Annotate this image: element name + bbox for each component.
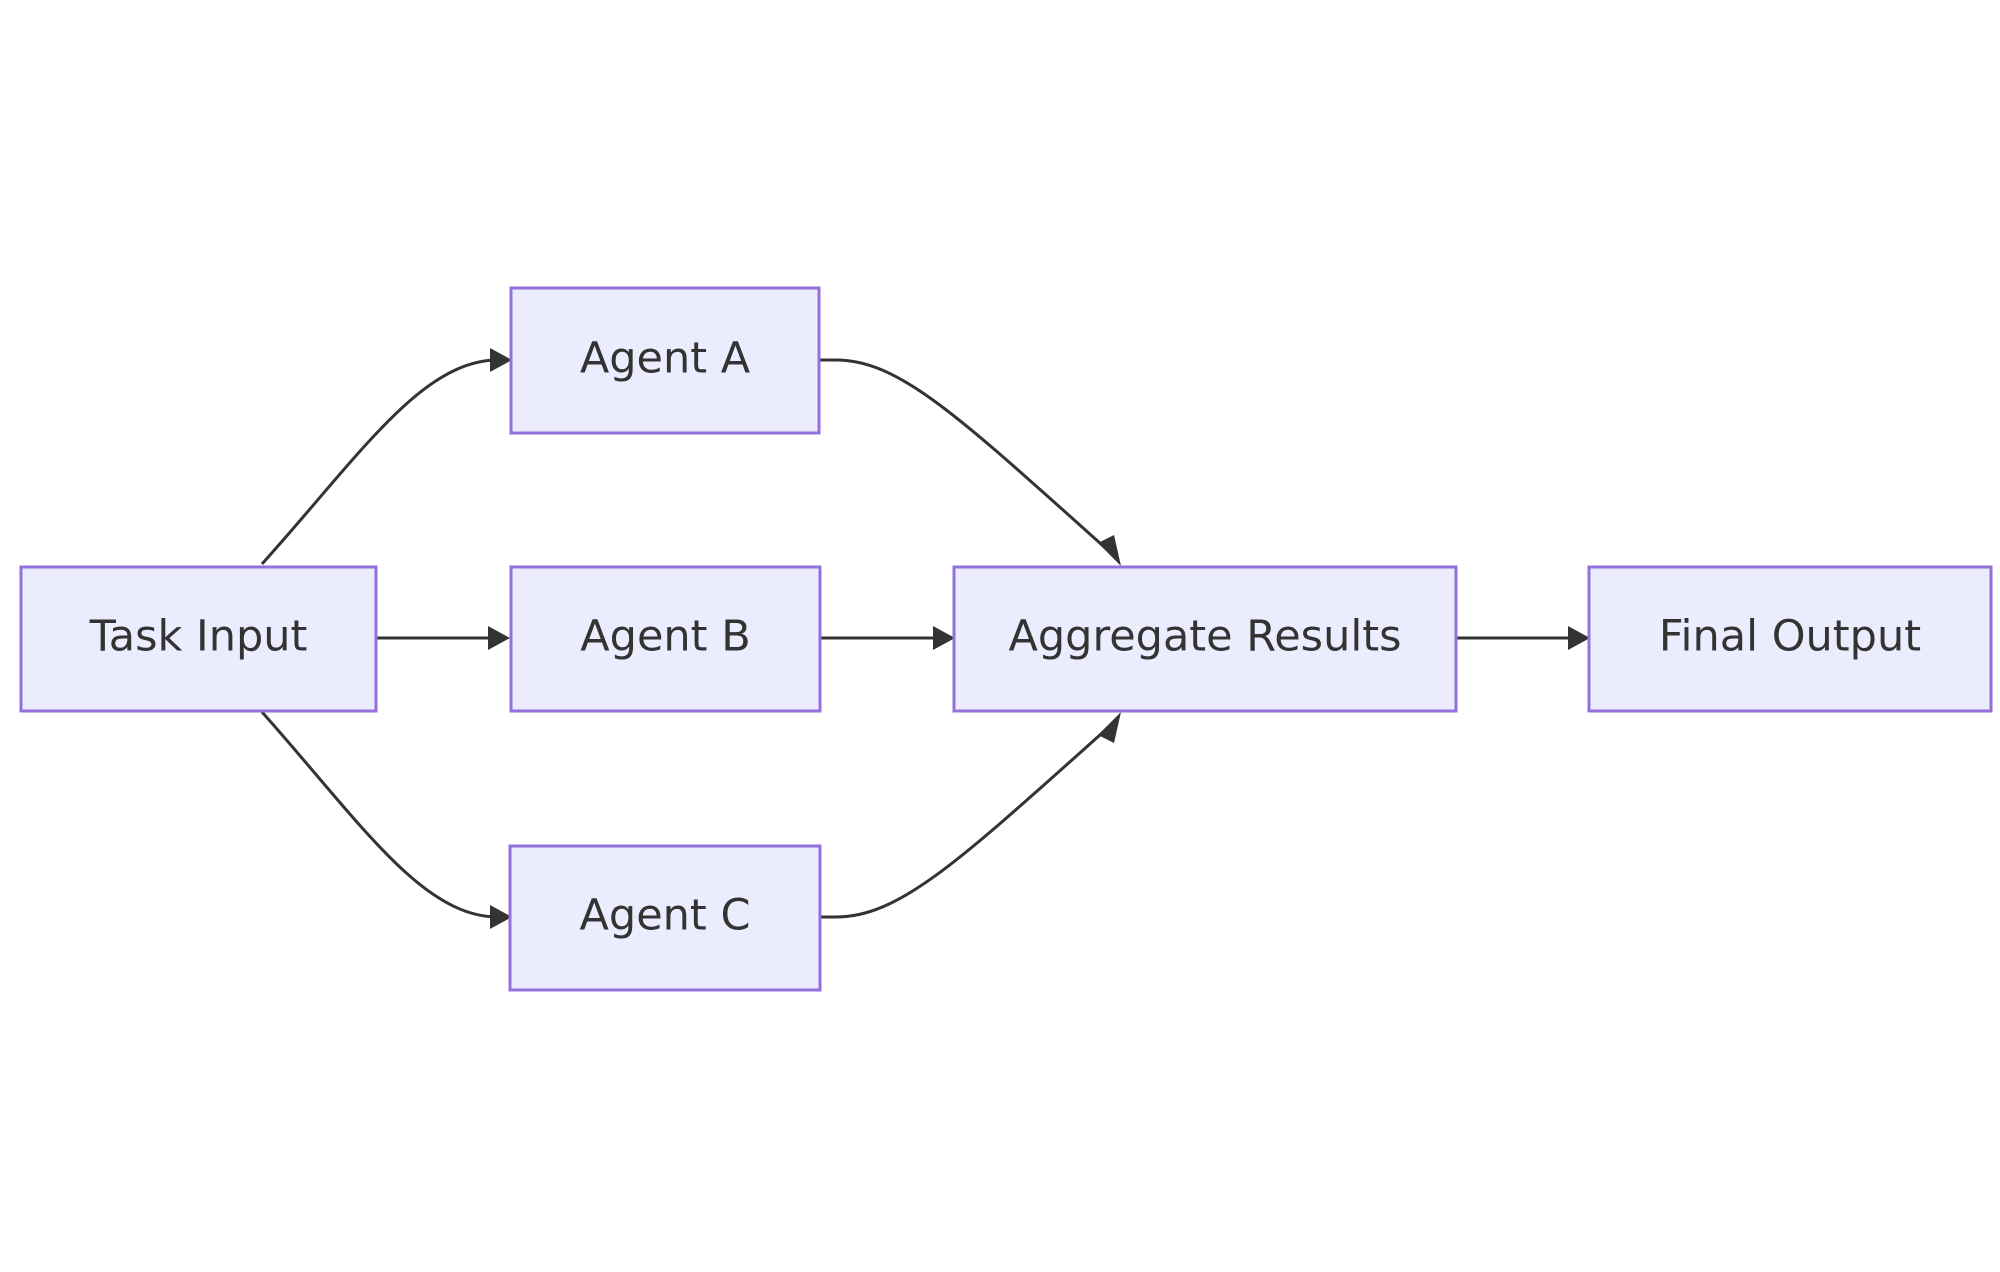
arrowhead-final-output: [1568, 626, 1590, 650]
node-label: Final Output: [1659, 612, 1921, 662]
arrowhead-aggregate-top: [1098, 535, 1121, 566]
node-box: [509, 286, 821, 435]
node-label: Agent A: [580, 334, 751, 384]
edges: [260, 348, 1590, 929]
arrowhead-agent-b: [488, 626, 510, 650]
node-agent-b[interactable]: Agent B: [509, 565, 822, 713]
node-agent-c[interactable]: Agent C: [508, 844, 822, 992]
node-box: [509, 565, 822, 713]
node-aggregate-results[interactable]: Aggregate Results: [952, 565, 1458, 713]
edge-task-input-to-agent-c: [260, 711, 499, 919]
node-label: Task Input: [89, 612, 308, 662]
edge-agent-c-to-aggregate: [820, 724, 1111, 919]
node-box: [1587, 565, 1993, 713]
arrowhead-aggregate-left: [933, 626, 955, 650]
node-box: [508, 844, 822, 992]
arrowhead-aggregate-bottom: [1098, 712, 1121, 743]
node-box: [952, 565, 1458, 713]
arrowhead-agent-c: [490, 905, 512, 929]
node-task-input[interactable]: Task Input: [19, 565, 378, 713]
node-final-output[interactable]: Final Output: [1587, 565, 1993, 713]
arrowhead-agent-a: [490, 348, 512, 372]
node-label: Agent C: [580, 891, 751, 941]
node-label: Aggregate Results: [1008, 612, 1401, 662]
edge-agent-a-to-aggregate: [818, 358, 1111, 554]
edge-task-input-to-agent-a: [260, 358, 499, 566]
node-box: [19, 565, 378, 713]
node-agent-a[interactable]: Agent A: [509, 286, 821, 435]
node-label: Agent B: [580, 612, 750, 662]
